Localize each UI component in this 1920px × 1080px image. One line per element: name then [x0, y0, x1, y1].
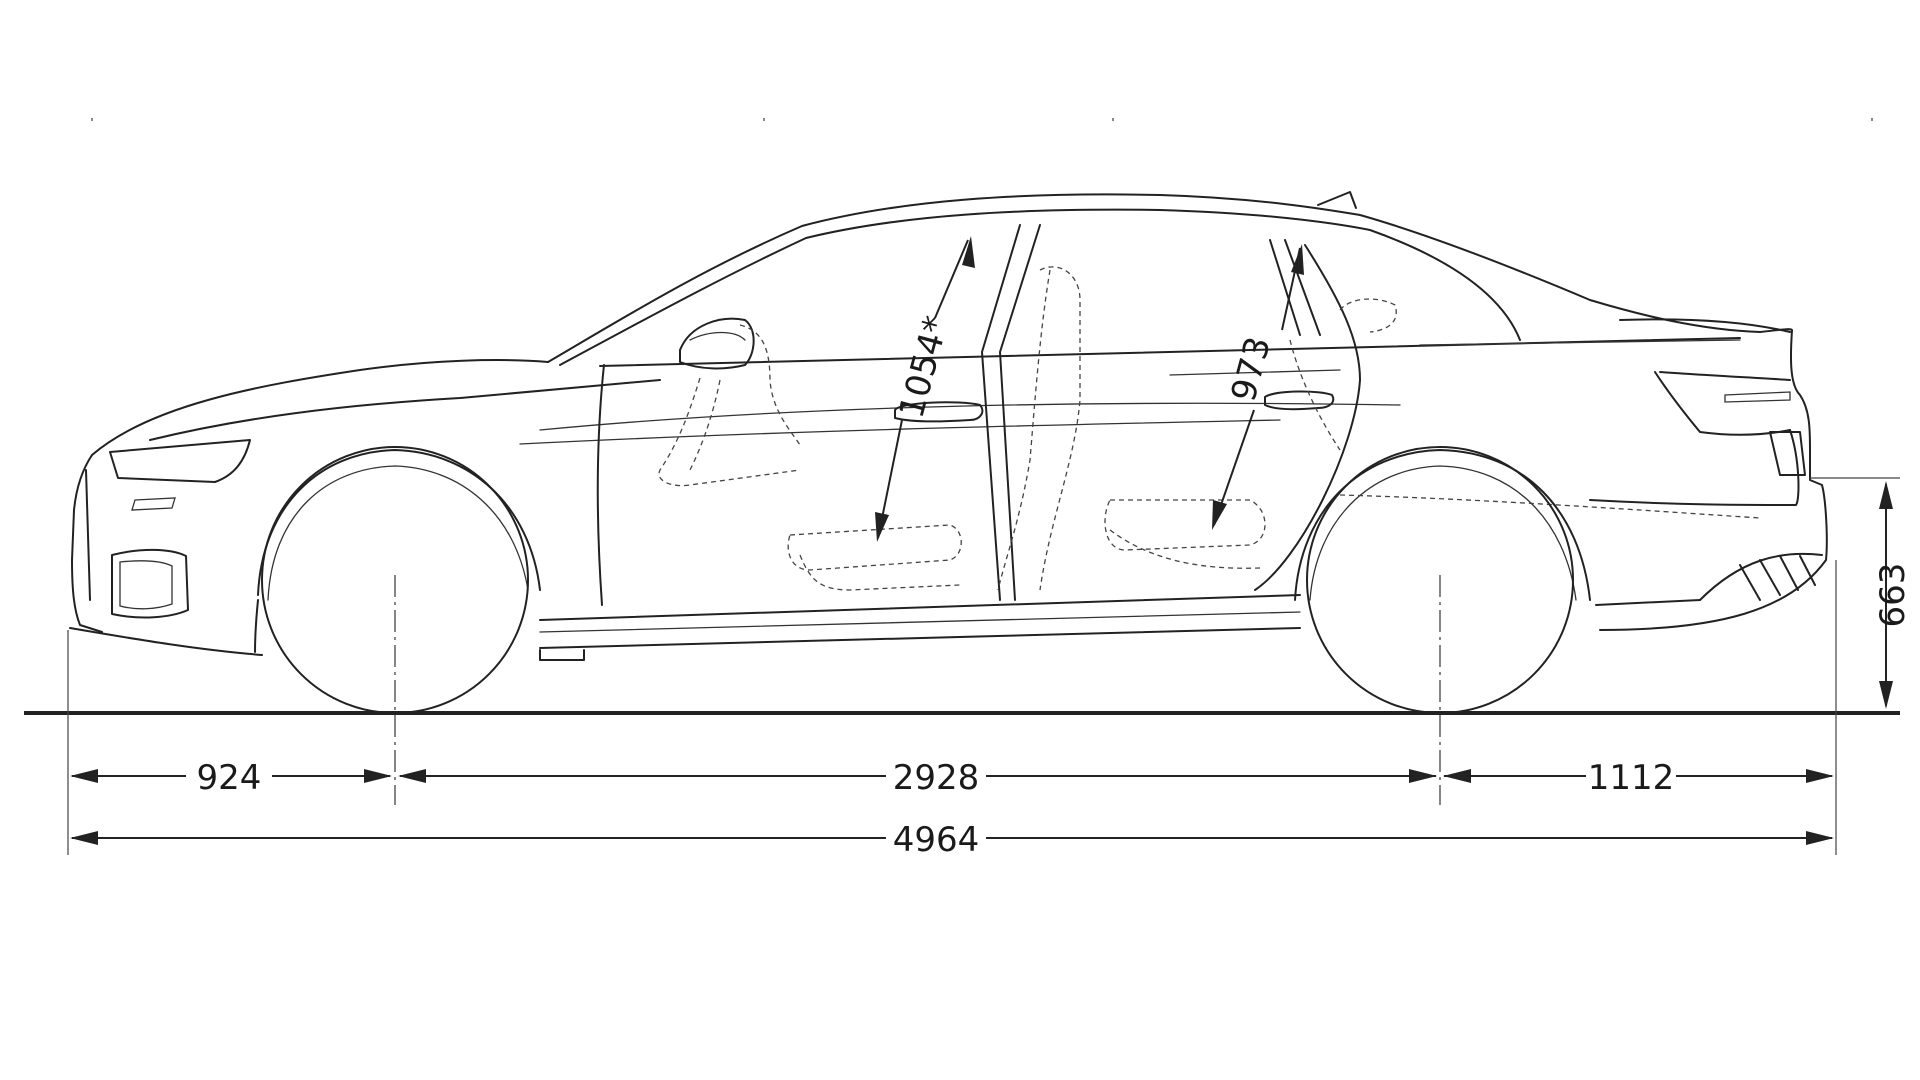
- rear-height-dimension: 663: [1873, 481, 1913, 709]
- overall-length-label: 4964: [893, 820, 980, 860]
- rear-height-label: 663: [1873, 563, 1913, 628]
- front-wheel: [261, 446, 529, 714]
- wheelbase-dimension: 2928: [398, 758, 1437, 798]
- rear-overhang-dimension: 1112: [1443, 758, 1834, 798]
- front-headroom-label: 1054*: [892, 312, 957, 422]
- car-body-outline: [69, 191, 1828, 661]
- wheelbase-label: 2928: [893, 758, 980, 798]
- front-overhang-label: 924: [197, 758, 262, 798]
- rear-wheel: [1306, 446, 1574, 714]
- extension-lines: [67, 477, 1900, 855]
- interior-seats-dashed: [658, 266, 1761, 591]
- rear-headroom-dimension: 973: [1212, 244, 1304, 530]
- rear-overhang-label: 1112: [1588, 758, 1675, 798]
- overall-length-dimension: 4964: [70, 820, 1834, 860]
- registration-marks: [91, 118, 1873, 121]
- front-headroom-dimension: 1054*: [875, 236, 975, 542]
- front-overhang-dimension: 924: [70, 758, 392, 798]
